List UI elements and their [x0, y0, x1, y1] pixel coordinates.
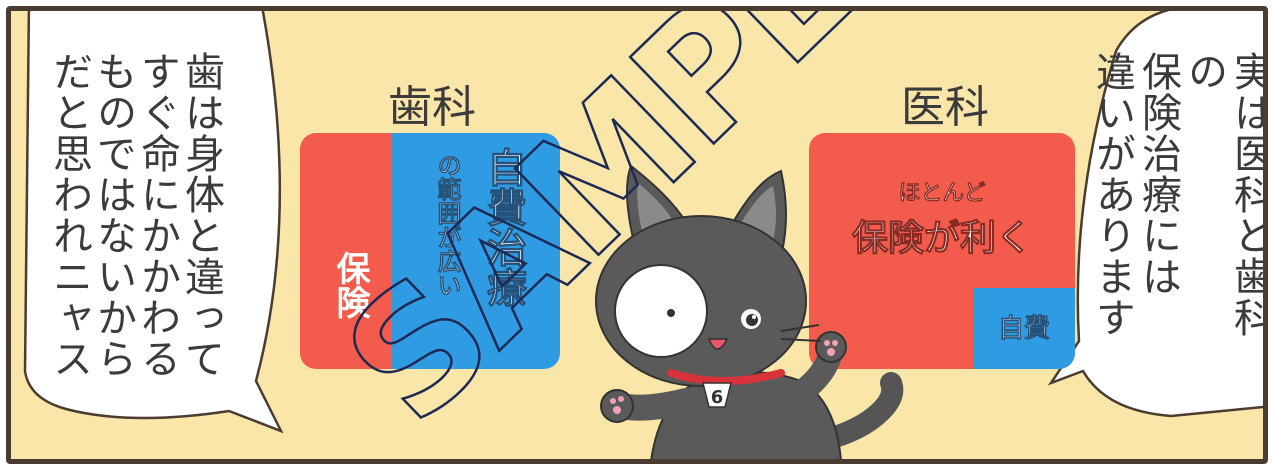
speech-left-line-1: 歯は身体と違って [178, 51, 224, 379]
speech-bubble-left [23, 11, 284, 434]
medical-small-label: ほとんど [898, 181, 986, 207]
speech-right-line-1: 実は医科と歯科の [1181, 51, 1268, 338]
comic-panel: 歯は身体と違って すぐ命にかかわる ものではないから だと思われニャス 実は医科… [6, 6, 1268, 464]
speech-left-line-4: だと思われニャス [46, 51, 92, 379]
dental-self-pay-label: 自費治療 [480, 147, 527, 308]
speech-left-text: 歯は身体と違って すぐ命にかかわる ものではないから だと思われニャス [46, 51, 224, 381]
dental-self-pay-sub: の範囲が広い [433, 153, 462, 298]
dental-insurance-block: 保険 [300, 133, 392, 369]
dental-self-pay-block: 自費治療 の範囲が広い [392, 133, 560, 369]
medical-big-label: 保険が利く [851, 218, 1032, 260]
speech-left-line-3: ものではないから [90, 51, 136, 379]
medical-self-pay-block: 自費 [973, 288, 1075, 369]
medical-heading: 医科 [901, 82, 989, 133]
bubble-shapes [23, 11, 1263, 434]
speech-right-line-3: 違いがあります [1089, 51, 1135, 338]
medical-self-pay-label: 自費 [997, 314, 1051, 345]
speech-right-text: 実は医科と歯科の 保険治療には 違いがあります [1089, 51, 1268, 371]
cat-collar-tag: 6 [711, 387, 724, 408]
speech-bubble-right [1047, 11, 1263, 418]
dental-heading: 歯科 [388, 82, 476, 133]
black-cat-character: 6 [595, 164, 904, 459]
dental-coverage-chart: 保険 自費治療 の範囲が広い [300, 133, 560, 369]
speech-left-line-2: すぐ命にかかわる [134, 51, 180, 379]
medical-coverage-chart: ほとんど 保険が利く 自費 [809, 133, 1075, 369]
speech-right-line-2: 保険治療には [1135, 51, 1181, 297]
dental-insurance-label: 保険 [330, 251, 370, 319]
